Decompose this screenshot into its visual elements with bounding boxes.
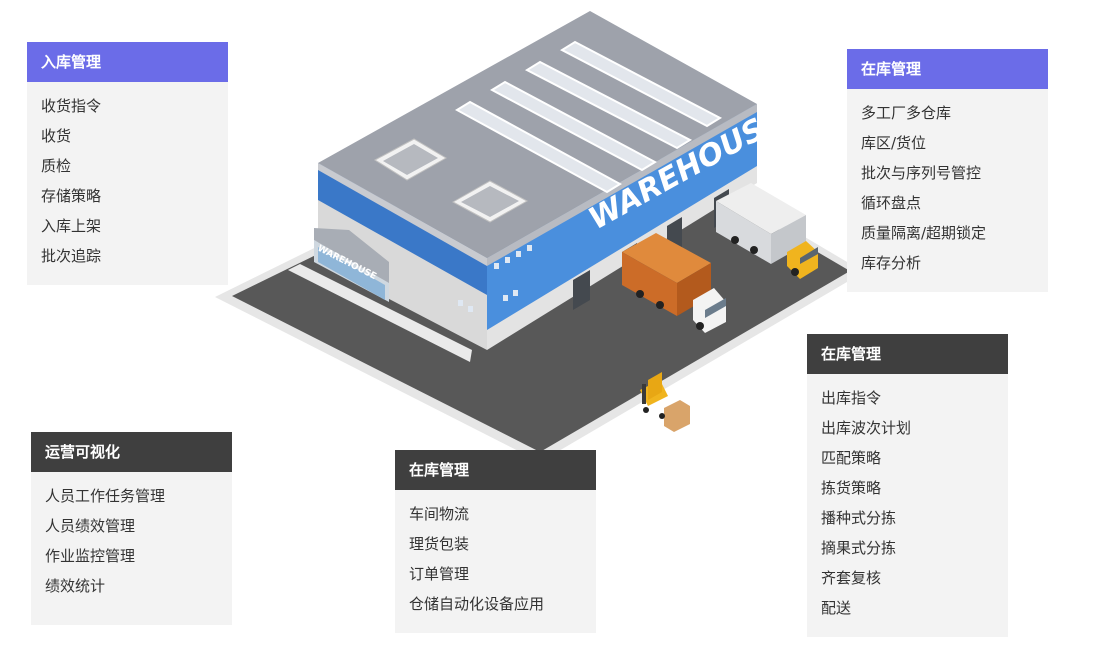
inbound-item-list: 收货指令 收货 质检 存储策略 入库上架 批次追踪	[27, 82, 228, 280]
transport-item: 理货包装	[409, 535, 470, 553]
transport-item-list: 车间物流 理货包装 订单管理 仓储自动化设备应用	[395, 490, 596, 628]
truck-white	[716, 183, 818, 279]
transport-item: 车间物流	[409, 505, 470, 523]
visual-item: 人员工作任务管理	[45, 487, 166, 505]
inbound-item: 收货指令	[41, 97, 102, 115]
logistics-management-card: 在库管理 车间物流 理货包装 订单管理 仓储自动化设备应用	[395, 450, 596, 633]
inventory-item: 库区/货位	[861, 134, 927, 152]
sidewalk	[288, 264, 472, 362]
inventory-item-list: 多工厂多仓库 库区/货位 批次与序列号管控 循环盘点 质量隔离/超期锁定 库存分…	[847, 89, 1048, 287]
truck-orange	[622, 233, 726, 333]
outbound-item-list: 出库指令 出库波次计划 匹配策略 拣货策略 播种式分拣 摘果式分拣 齐套复核 配…	[807, 374, 1008, 632]
visual-item: 绩效统计	[45, 577, 106, 595]
transport-card-title: 在库管理	[395, 450, 596, 490]
roof-vents	[374, 138, 529, 223]
inventory-card-title: 在库管理	[847, 49, 1048, 89]
inbound-management-card: 入库管理 收货指令 收货 质检 存储策略 入库上架 批次追踪	[27, 42, 228, 285]
inbound-item: 入库上架	[41, 217, 102, 235]
transport-item: 仓储自动化设备应用	[409, 595, 545, 613]
wall-windows	[458, 245, 532, 312]
outbound-item: 配送	[821, 599, 852, 617]
outbound-item: 出库波次计划	[821, 419, 912, 437]
inventory-item: 批次与序列号管控	[861, 164, 982, 182]
roof-edge-right	[487, 104, 757, 266]
inventory-item: 循环盘点	[861, 194, 922, 212]
outbound-item: 播种式分拣	[821, 509, 897, 527]
inbound-item: 收货	[41, 127, 72, 145]
forklift	[640, 372, 690, 432]
outbound-item: 匹配策略	[821, 449, 882, 467]
outbound-item: 摘果式分拣	[821, 539, 897, 557]
visual-card-title: 运营可视化	[31, 432, 232, 472]
skylights	[455, 40, 723, 194]
inbound-card-title: 入库管理	[27, 42, 228, 82]
visual-item: 作业监控管理	[45, 547, 136, 565]
outbound-card-title: 在库管理	[807, 334, 1008, 374]
annex-top	[314, 228, 389, 283]
inbound-item: 存储策略	[41, 187, 102, 205]
visual-item: 人员绩效管理	[45, 517, 136, 535]
inventory-item: 多工厂多仓库	[861, 104, 952, 122]
annex-glass	[318, 247, 385, 300]
outbound-management-card: 在库管理 出库指令 出库波次计划 匹配策略 拣货策略 播种式分拣 摘果式分拣 齐…	[807, 334, 1008, 637]
roof	[318, 11, 757, 258]
operations-visualization-card: 运营可视化 人员工作任务管理 人员绩效管理 作业监控管理 绩效统计	[31, 432, 232, 625]
inbound-item: 批次追踪	[41, 247, 102, 265]
inbound-item: 质检	[41, 157, 72, 175]
inventory-management-card: 在库管理 多工厂多仓库 库区/货位 批次与序列号管控 循环盘点 质量隔离/超期锁…	[847, 49, 1048, 292]
roof-edge	[318, 163, 487, 266]
visual-item-list: 人员工作任务管理 人员绩效管理 作业监控管理 绩效统计	[31, 472, 232, 610]
front-wall-blue	[318, 163, 487, 295]
inventory-item: 质量隔离/超期锁定	[861, 224, 987, 242]
transport-item: 订单管理	[409, 565, 470, 583]
side-wall-blue	[487, 104, 757, 330]
outbound-item: 出库指令	[821, 389, 882, 407]
outbound-item: 齐套复核	[821, 569, 882, 587]
inventory-item: 库存分析	[861, 254, 922, 272]
outbound-item: 拣货策略	[821, 479, 882, 497]
